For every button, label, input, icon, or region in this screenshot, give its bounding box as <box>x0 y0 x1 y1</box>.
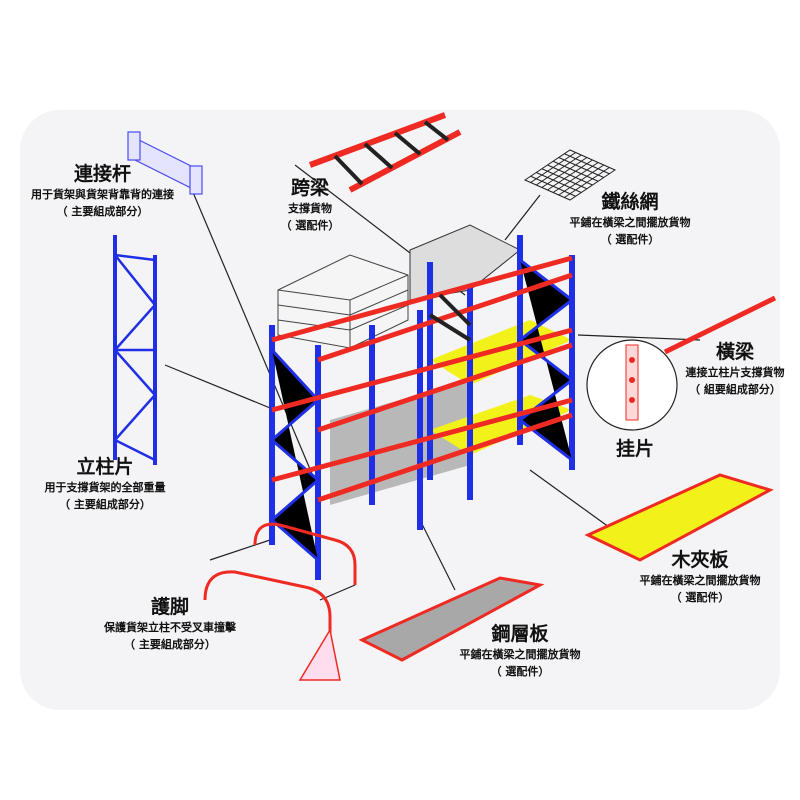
beam-part <box>663 295 777 355</box>
beam-connector-detail <box>586 339 678 431</box>
steel-deck-installed <box>330 380 470 505</box>
cargo-boxes <box>277 254 409 349</box>
label-wood-deck: 木夾板 平鋪在橫梁之間擺放貨物 （ 選配件） <box>625 548 775 606</box>
wood-deck-desc: 平鋪在橫梁之間擺放貨物 <box>639 574 761 587</box>
leader-lines <box>164 164 701 601</box>
mesh-wire <box>552 162 599 193</box>
span-beam-title: 跨梁 <box>290 177 329 199</box>
mesh-wire <box>552 160 599 182</box>
beam-title: 橫梁 <box>715 341 754 363</box>
wire-mesh-desc: 平鋪在橫梁之間擺放貨物 <box>569 216 691 229</box>
label-span-beam: 跨梁 支撐貨物 （ 選配件） <box>260 176 360 234</box>
wood-deck-note: （ 選配件） <box>670 591 730 604</box>
mesh-wire <box>558 164 605 196</box>
steel-deck-note: （ 選配件） <box>490 665 550 678</box>
label-upright-frame: 立柱片 用于支撐貨架的全部重量 （ 主要組成部分） <box>25 455 185 513</box>
steel-deck-desc: 平鋪在橫梁之間擺放貨物 <box>459 648 581 661</box>
wire-mesh-title: 鐵絲網 <box>601 191 659 213</box>
upright-frame-desc: 用于支撐貨架的全部重量 <box>44 481 166 494</box>
wire-mesh-note: （ 選配件） <box>600 233 660 246</box>
beam-desc: 連接立柱片支撐貨物 <box>685 366 785 379</box>
upright-protector-note: （ 主要組成部分） <box>124 638 216 651</box>
span-beam-part <box>308 112 462 193</box>
upright-frame-note: （ 主要組成部分） <box>59 498 151 511</box>
label-steel-deck: 鋼層板 平鋪在橫梁之間擺放貨物 （ 選配件） <box>445 622 595 680</box>
wire-mesh-part <box>523 149 617 201</box>
mesh-wire <box>564 153 610 175</box>
label-row-spacer: 連接杆 用于貨架與貨架背靠背的連接 （ 主要組成部分） <box>15 162 190 220</box>
main-rack <box>269 224 575 580</box>
steel-deck-title: 鋼層板 <box>491 623 549 645</box>
upright-protector-desc: 保護貨架立柱不受叉車撞擊 <box>104 621 236 634</box>
mesh-wire <box>547 159 593 191</box>
mesh-wire <box>564 167 610 198</box>
row-spacer-note: （ 主要組成部分） <box>56 205 149 218</box>
label-upright-protector: 護脚 保護貨架立柱不受叉車撞擊 （ 主要組成部分） <box>90 595 250 653</box>
wood-deck-part <box>584 473 774 562</box>
beam-note: （ 組要組成部分） <box>689 383 781 396</box>
row-spacer-title: 連接杆 <box>73 163 131 185</box>
label-wire-mesh: 鐵絲網 平鋪在橫梁之間擺放貨物 （ 選配件） <box>555 190 705 248</box>
upright-frame-title: 立柱片 <box>76 456 134 478</box>
upright-protector-title: 護脚 <box>150 596 189 618</box>
row-spacer-desc: 用于貨架與貨架背靠背的連接 <box>31 188 174 201</box>
mesh-wire <box>558 157 604 178</box>
steel-deck-part <box>358 576 545 662</box>
span-beam-note: （ 選配件） <box>280 219 340 232</box>
label-beam: 橫梁 連接立柱片支撐貨物 （ 組要組成部分） <box>670 340 800 398</box>
beam-connector-title: 挂片 <box>615 438 654 460</box>
wood-deck-title: 木夾板 <box>671 549 729 571</box>
wire-mesh-installed <box>409 224 521 301</box>
row-spacer-part <box>127 131 203 195</box>
upright-protector-part <box>203 522 357 681</box>
span-beam-desc: 支撐貨物 <box>288 202 332 215</box>
upright-frame-part <box>112 235 157 465</box>
label-beam-connector: 挂片 <box>600 437 670 461</box>
